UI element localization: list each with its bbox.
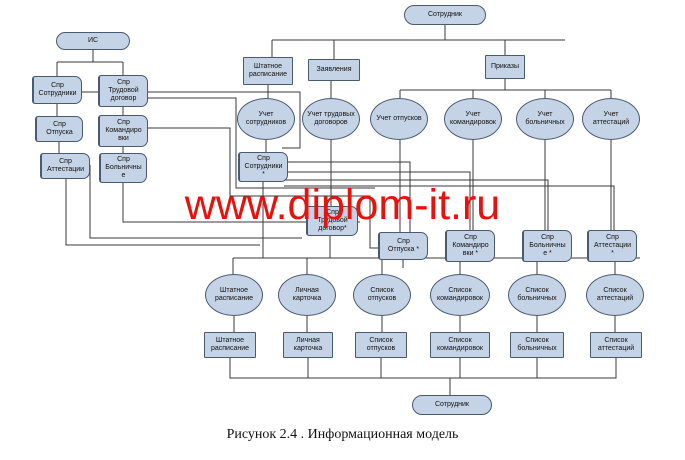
node-sotrudnik-top: Сотрудник	[404, 5, 486, 25]
node-spr-komandirovki-2: Спр Командиро вки *	[445, 230, 495, 262]
node-zayavleniya: Заявления	[308, 59, 360, 81]
connector-line	[148, 97, 375, 189]
node-uchet-trud-dogovorov: Учет трудовых договоров	[302, 98, 360, 140]
node-doc-spisok-komandirovok: Список командировок	[430, 332, 490, 358]
node-proc-spisok-otpuskov: Список отпусков	[353, 274, 411, 316]
node-spr-sotrudniki-2: Спр Сотрудники *	[238, 152, 288, 182]
node-spr-trud-dogovor: Спр Трудовой договор	[98, 75, 148, 107]
node-proc-spisok-komandirovok: Список командировок	[430, 274, 490, 316]
node-spr-otpuska: Спр Отпуска	[35, 116, 83, 142]
connector-line	[89, 165, 302, 239]
node-proc-lichnaya: Личная карточка	[278, 274, 336, 316]
node-proc-spisok-attestaciy: Список аттестаций	[586, 274, 644, 316]
node-uchet-otpuskov: Учет отпусков	[370, 98, 428, 140]
connector-line	[82, 91, 301, 149]
connector-line	[282, 161, 411, 232]
node-uchet-attestaciy: Учет аттестаций	[582, 98, 640, 140]
connector-line	[122, 183, 360, 223]
node-proc-shtatnoe: Штатное расписание	[205, 274, 263, 316]
node-uchet-bolnichnyh: Учет больничных	[516, 98, 574, 140]
node-spr-bolnichnye: Спр Больничны е	[99, 153, 147, 183]
node-prikazy: Приказы	[485, 55, 525, 79]
node-doc-shtatnoe: Штатное расписание	[204, 332, 256, 358]
connector-line	[282, 171, 471, 230]
node-spr-bolnichnye-2: Спр Больничны е *	[522, 230, 572, 262]
node-spr-attestacii-2: Спр Аттестации *	[587, 230, 637, 262]
connector-line	[65, 179, 260, 246]
node-doc-lichnaya: Личная карточка	[283, 332, 333, 358]
node-spr-sotrudniki: Спр Сотрудники	[32, 76, 82, 104]
node-is: ИС	[56, 32, 130, 50]
figure-caption: Рисунок 2.4 . Информационная модель	[226, 427, 459, 442]
node-shtatnoe-raspisanie-doc: Штатное расписание	[243, 57, 293, 85]
node-doc-spisok-attestaciy: Список аттестаций	[590, 332, 642, 358]
node-spr-otpuska-2: Спр Отпуска *	[378, 232, 428, 260]
node-sotrudnik-bottom: Сотрудник	[412, 395, 492, 415]
node-doc-spisok-otpuskov: Список отпусков	[355, 332, 407, 358]
connector-line	[229, 358, 617, 379]
node-doc-spisok-bolnichnyh: Список больничных	[510, 332, 564, 358]
node-proc-spisok-bolnichnyh: Список больничных	[508, 274, 566, 316]
node-spr-komandirovki: Спр Командиро вки	[98, 115, 148, 147]
node-spr-attestacii: Спр Аттестации	[40, 153, 90, 179]
connector-line	[148, 127, 378, 249]
node-spr-trud-dogovor-2: Спр Трудовой договор*	[306, 206, 358, 236]
watermark: www.diplom-it.ru	[184, 181, 501, 229]
node-uchet-sotrudnikov: Учет сотрудников	[237, 98, 295, 140]
connector-line	[282, 179, 549, 230]
connector-line	[284, 185, 615, 230]
node-uchet-komandirovok: Учет командировок	[444, 98, 502, 140]
